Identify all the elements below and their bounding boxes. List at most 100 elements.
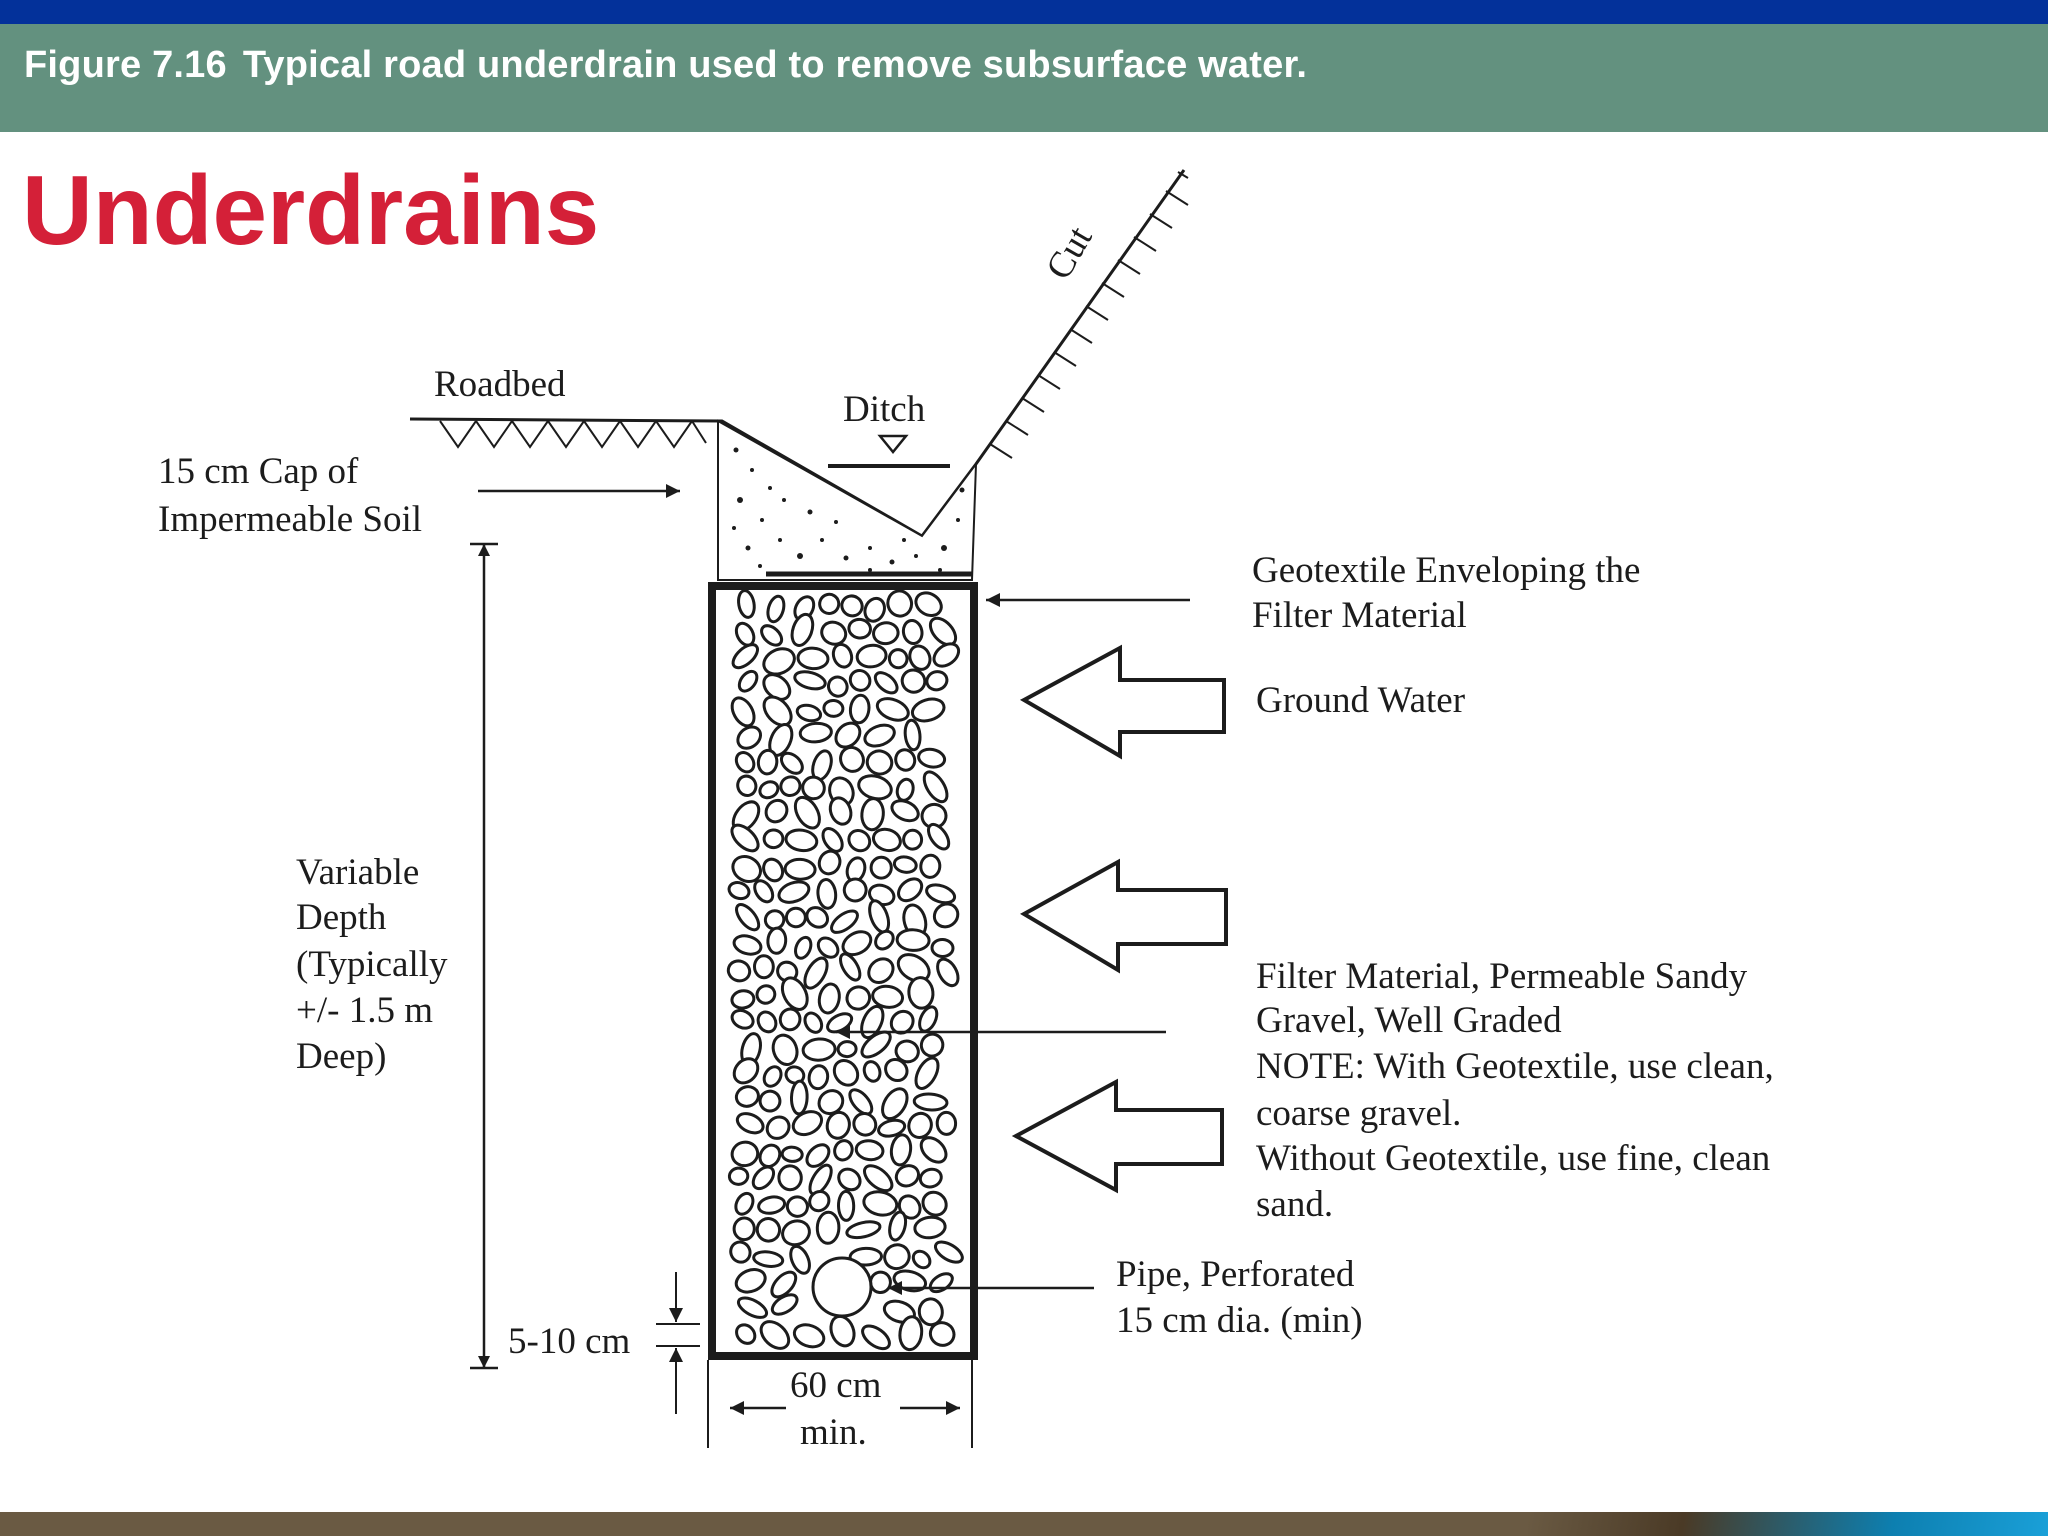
gravel-stone [762, 647, 796, 676]
gravel-stone [781, 1219, 811, 1247]
gravel-stone [820, 620, 848, 646]
cap-speckles [732, 447, 965, 572]
gravel-stone [785, 1195, 809, 1218]
gravel-stone [889, 1009, 915, 1035]
gravel-stone [789, 1079, 809, 1116]
figure-caption-bar [0, 24, 2048, 132]
gravel-stone [860, 797, 885, 832]
gravel-stone [865, 749, 894, 776]
gravel-stone [895, 928, 931, 952]
gravel-stone [726, 959, 752, 983]
gravel-stone [730, 1140, 760, 1168]
gravel-stone [836, 1040, 858, 1059]
gravel-stone [828, 796, 853, 826]
gravel-stone [734, 1085, 760, 1108]
gravel-stone [833, 1139, 854, 1162]
filter-label-line2: Gravel, Well Graded [1256, 1000, 1562, 1041]
gravel-stone [863, 596, 886, 623]
gravel-stone [936, 957, 960, 988]
filter-label-line1: Filter Material, Permeable Sandy [1256, 956, 1748, 997]
gravel-stone [862, 1190, 899, 1217]
gravel-stone [903, 718, 922, 752]
groundwater-arrow-1 [1019, 644, 1226, 760]
gravel-stone [817, 982, 841, 1015]
gravel-stone [917, 747, 947, 769]
gravel-stone [847, 617, 872, 640]
gravel-stone [889, 1133, 913, 1167]
gravel-stone [732, 934, 763, 956]
gravel-stone [736, 725, 763, 750]
gravel-stone [848, 668, 872, 692]
gravel-stone [894, 748, 917, 772]
gravel-stone [770, 1270, 798, 1299]
gravel-stone [760, 624, 784, 647]
gravel-stone [794, 935, 813, 960]
gravel-stone [840, 594, 864, 618]
gravel-stone [832, 1058, 860, 1087]
gravel-stone [736, 1296, 769, 1319]
gravel-stone [886, 589, 914, 618]
gravel-stone [848, 1246, 883, 1267]
gravel-stone [928, 1321, 956, 1347]
gravel-stone [731, 854, 762, 884]
geotextile-label-line1: Geotextile Enveloping the [1252, 550, 1640, 591]
gravel-stone [907, 1111, 933, 1139]
gravel-stone [796, 646, 830, 671]
gravel-stone [808, 1190, 831, 1213]
gravel-stone [894, 1039, 920, 1064]
gravel-stone [784, 906, 807, 929]
gravel-stone [845, 1220, 882, 1240]
gravel-stone [873, 671, 899, 695]
gravel-stone [830, 909, 859, 934]
gravel-stone [815, 1210, 841, 1245]
gravel-stone [789, 1244, 811, 1275]
gravel-stone [730, 1008, 755, 1030]
gravel-stone [759, 1320, 791, 1350]
cap-label-line2: Impermeable Soil [158, 499, 422, 540]
gravel-stone [752, 954, 775, 980]
gravel-stone [777, 1164, 803, 1192]
cap-label-line1: 15 cm Cap of [158, 451, 359, 492]
gravel-stone [766, 926, 788, 955]
footer-bar [0, 1512, 2048, 1536]
gravel-stone [818, 592, 841, 615]
gravel-stone [874, 929, 895, 951]
gravel-stone [790, 612, 815, 647]
gravel-stone [881, 1087, 909, 1121]
gravel-stone [871, 827, 902, 853]
water-level-icon [877, 434, 909, 454]
gravel-stone [822, 698, 845, 718]
geotextile-label-line2: Filter Material [1252, 595, 1467, 636]
top-banner [0, 0, 2048, 24]
gravel-stone [911, 1249, 932, 1270]
gravel-stone [762, 828, 785, 850]
filter-label-line4: coarse gravel. [1256, 1093, 1461, 1134]
gravel-stone [727, 1166, 750, 1186]
depth-label-line2: Depth [296, 897, 387, 938]
gravel-stone [734, 751, 756, 774]
gravel-stone [817, 849, 842, 876]
gravel-stone [930, 937, 955, 959]
gravel-stone [751, 1165, 776, 1191]
gravel-stone [925, 883, 957, 905]
gravel-stone [758, 780, 780, 800]
gravel-stone [803, 1011, 824, 1034]
depth-label-line5: Deep) [296, 1036, 386, 1077]
gravel-stone [727, 881, 751, 901]
gravel-stone [766, 594, 786, 624]
gravel-stone [764, 798, 789, 824]
gravel-stone [756, 1010, 778, 1034]
gravel-stone [792, 1323, 826, 1349]
gravel-stone [867, 957, 895, 984]
gravel-stone [914, 591, 943, 617]
gravel-stone [755, 1217, 782, 1243]
gravel-stone [872, 621, 900, 646]
gravel-stone [839, 952, 862, 982]
gravel-stone [897, 877, 924, 903]
gravel-stone [807, 1064, 830, 1091]
gravel-fill [726, 589, 964, 1352]
gravel-stone [921, 1190, 948, 1217]
gravel-stone [902, 828, 924, 851]
